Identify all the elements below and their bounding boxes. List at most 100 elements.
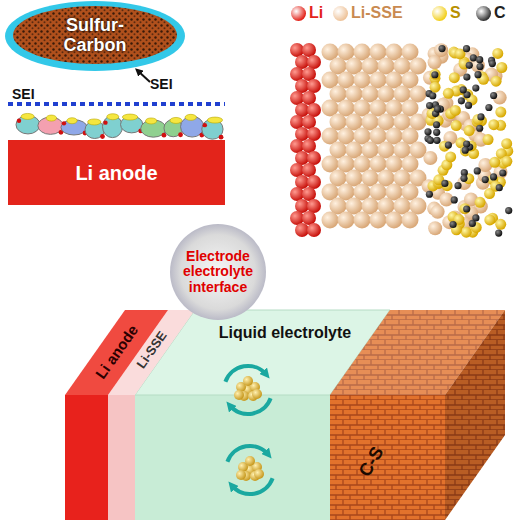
li-atom [290,43,304,57]
li-atom [295,103,309,117]
li-atom [290,67,304,81]
carbon-atom [427,137,434,144]
carbon-atom [426,191,433,198]
cluster-ball [236,470,246,480]
sulfur-carbon-particle: Sulfur-Carbon [4,0,186,72]
li-atom [290,115,304,129]
carbon-atom [460,175,467,182]
legend-swatch [333,6,348,21]
li-atom [307,223,321,237]
carbon-atom [463,205,470,212]
carbon-atom [495,229,502,236]
legend-text: Li-SSE [351,4,403,22]
cell-3d [65,310,505,520]
sei-yellow [107,114,119,120]
carbon-atom [429,92,436,99]
sei-dot [219,135,224,140]
node-text: Liquid electrolyte [219,324,351,342]
sulfur-atom [450,105,461,116]
carbon-atom [460,86,467,93]
sulfur-atom [464,125,475,136]
sulfur-carbon-core [13,6,177,64]
li-atom [302,163,316,177]
legend-item: Li-SSE [333,4,403,22]
li-atom [295,79,309,93]
li-atom [302,187,316,201]
li-atom [302,139,316,153]
carbon-atom [469,220,476,227]
li-atom [295,127,309,141]
sulfur-atom [501,156,512,167]
carbon-atom [462,147,469,154]
cs-side-shade [445,310,505,520]
cluster-ball [252,389,262,399]
sei-label: SEI [150,76,173,92]
legend-swatch [432,6,447,21]
sei-yellow [145,118,156,124]
sei-dot [17,118,21,122]
sse-particle [434,43,448,57]
sulfur-atom [484,214,495,225]
legend-text: S [450,4,461,22]
carbon-atom [482,176,489,183]
cluster-ball [234,390,244,400]
li-atom [302,91,316,105]
sse-particle [428,221,442,235]
legend-item: S [432,4,461,22]
sse-particle [354,212,371,229]
sei-dot [62,121,66,125]
sei-leader [138,71,150,82]
carbon-atom [505,207,512,214]
carbon-atom [463,74,470,81]
sse-particle [386,212,403,229]
carbon-atom [463,45,470,52]
sulfur-atom [451,120,462,131]
carbon-atom [424,128,431,135]
carbon-atom [472,84,479,91]
carbon-atom [490,92,497,99]
li-atom [290,187,304,201]
node-text: C-S [356,444,389,481]
interface-circle: Electrode electrolyte interface [170,224,266,320]
carbon-atom [433,129,440,136]
swirl-arrow [227,446,268,462]
li-atom [302,43,316,57]
carbon-atom [476,63,483,70]
carbon-atom [476,125,483,132]
li-atom [302,211,316,225]
li-anode-box: Li anode [8,140,225,205]
carbon-atom [434,105,441,112]
carbon-atom [474,167,481,174]
li-atom [295,55,309,69]
cs-front [330,395,445,520]
swirl-clusters [225,366,272,494]
sulfur-atom [430,69,441,80]
legend-text: Li [309,4,323,22]
li-atom [307,151,321,165]
carbon-atom [499,169,506,176]
sei-dotted-line [8,102,225,106]
sse-particle [370,212,387,229]
legend-item: C [476,4,506,22]
sulfur-atom [488,119,499,130]
sulfur-atom [495,219,506,230]
sei-yellow [170,117,182,123]
sei-dot [103,120,107,124]
sulfur-atom [489,157,500,168]
sse-particle [402,212,419,229]
sse-front [108,395,135,520]
sulfur-atom [492,48,503,59]
li-atom [307,127,321,141]
li-atom [295,175,309,189]
carbon-atom [433,137,440,144]
li-atom [295,151,309,165]
sulfur-atom [442,180,453,191]
sse-particle [423,151,437,165]
carbon-atom [466,62,473,69]
li-atom [290,139,304,153]
carbon-atom [433,121,440,128]
electrolyte-slab: Liquid electrolyte [205,322,365,344]
sulfur-atom [443,88,454,99]
carbon-atom [496,184,503,191]
